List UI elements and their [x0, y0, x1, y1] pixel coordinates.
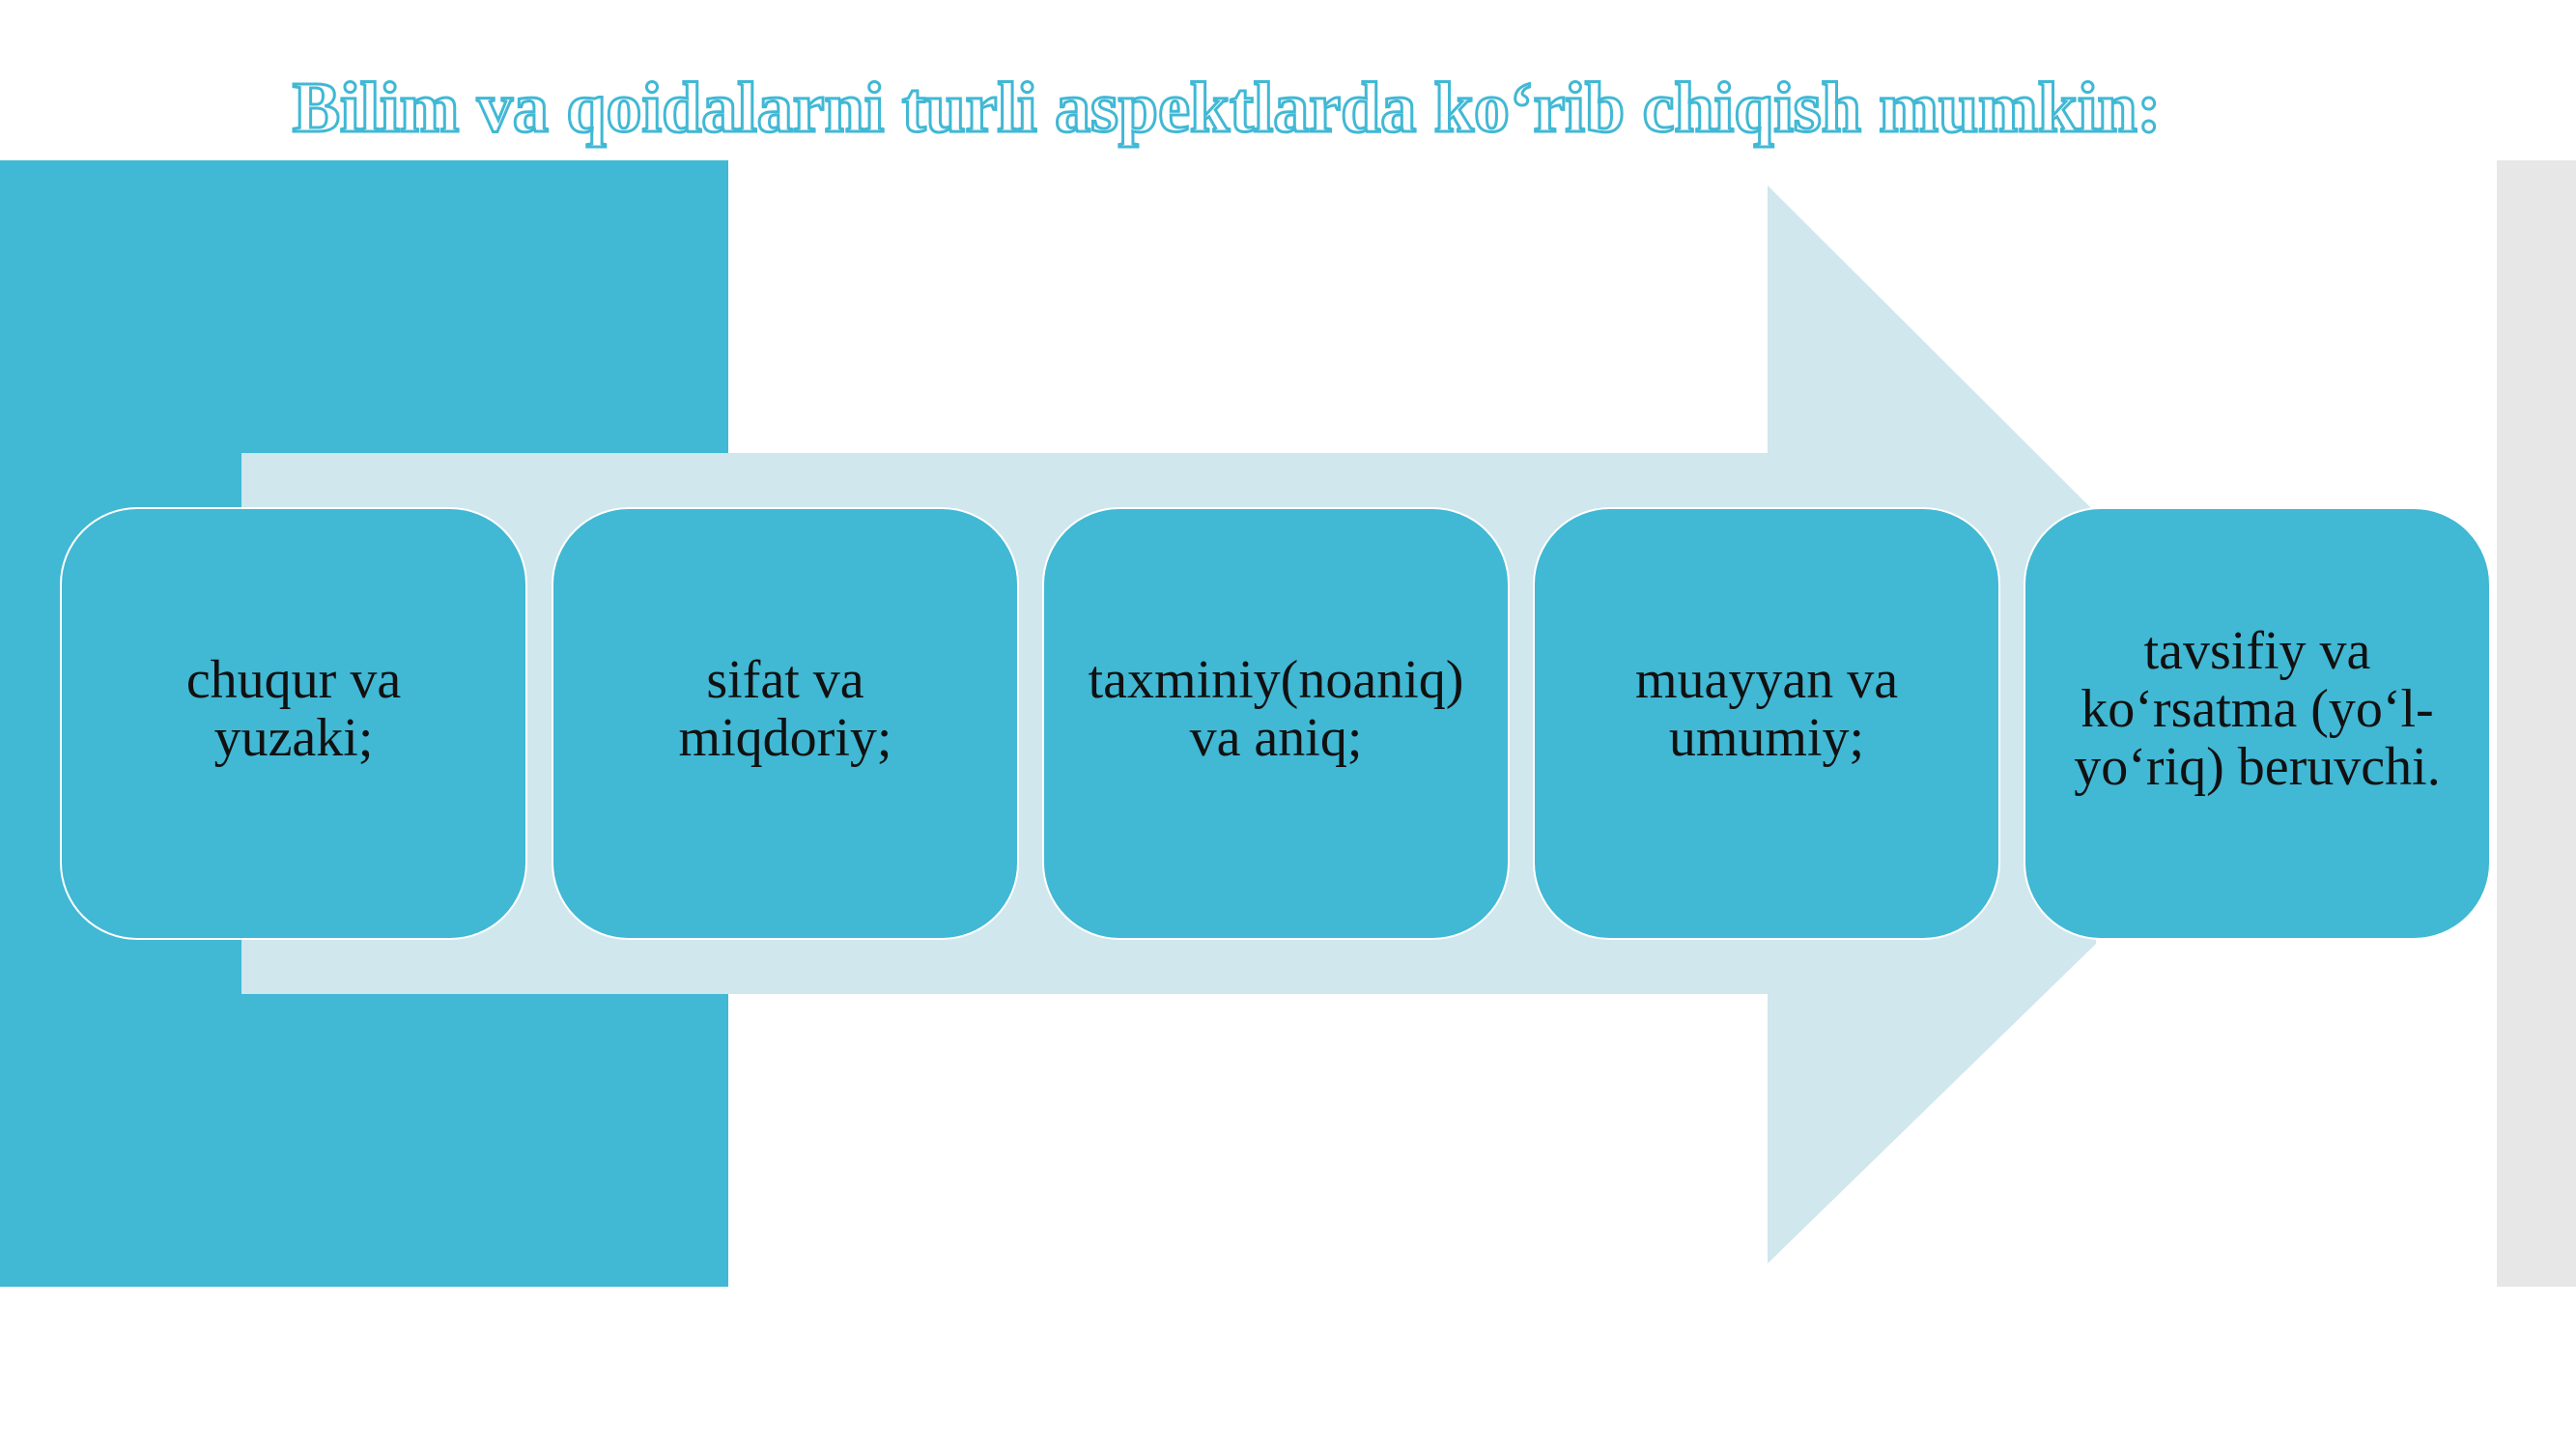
step-label-3: taxminiy(noaniq) va aniq;	[1088, 650, 1464, 768]
step-label-1: chuqur va yuzaki;	[185, 650, 402, 768]
step-label-4: muayyan va umumiy;	[1634, 650, 1899, 768]
step-box-1: chuqur va yuzaki;	[60, 507, 527, 940]
right-gray-bar	[2497, 160, 2576, 1287]
step-box-4: muayyan va umumiy;	[1533, 507, 2000, 940]
step-box-5: tavsifiy va ko‘rsatma (yo‘l- yo‘riq) ber…	[2024, 507, 2491, 940]
step-box-3: taxminiy(noaniq) va aniq;	[1042, 507, 1510, 940]
step-label-2: sifat va miqdoriy;	[678, 650, 892, 768]
step-label-5: tavsifiy va ko‘rsatma (yo‘l- yo‘riq) ber…	[2074, 621, 2441, 797]
slide-title: Bilim va qoidalarni turli aspektlarda ko…	[291, 68, 2163, 150]
step-box-2: sifat va miqdoriy;	[552, 507, 1019, 940]
